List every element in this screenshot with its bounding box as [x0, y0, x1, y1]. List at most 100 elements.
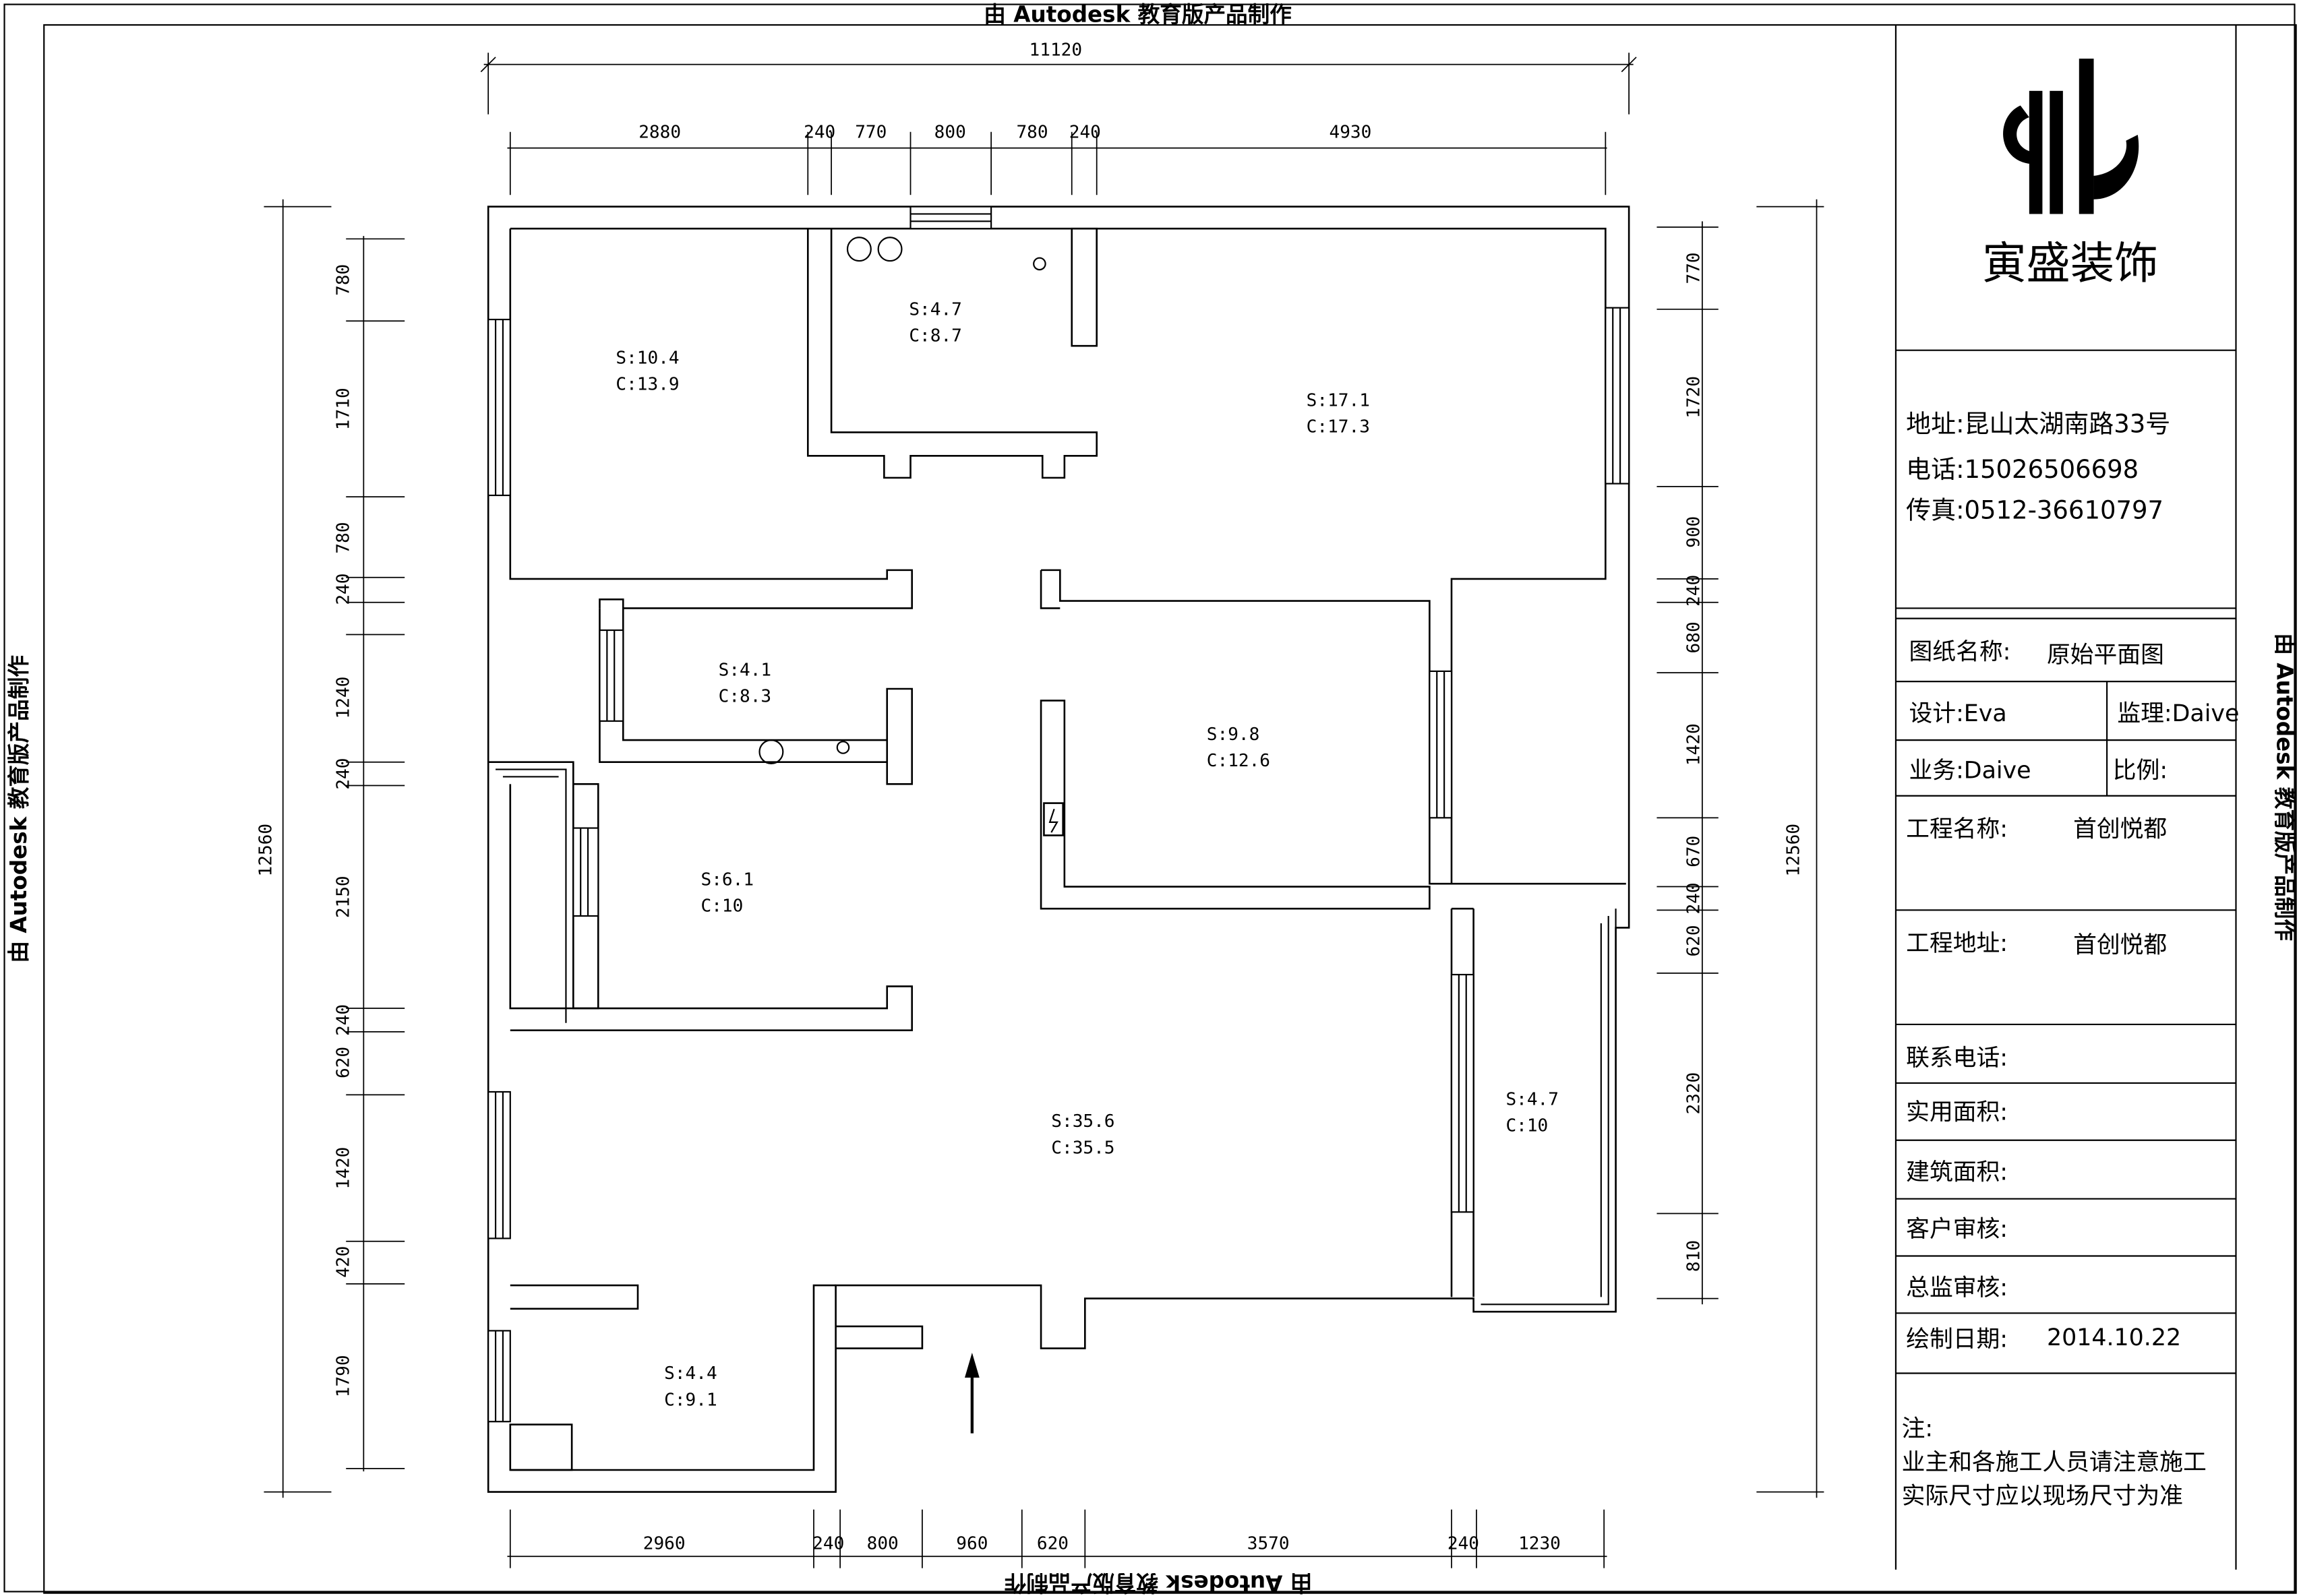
designer: 设计:Eva [1909, 700, 2007, 727]
window-right-top [1605, 307, 1630, 485]
dim-top-total: 11120 [1029, 40, 1083, 61]
dim-left: 780 [334, 264, 354, 296]
note-line-1: 业主和各施工人员请注意施工 [1902, 1449, 2207, 1476]
date: 2014.10.22 [2047, 1324, 2181, 1351]
dim-right: 900 [1684, 516, 1704, 548]
drain-icon [1033, 257, 1046, 271]
dim-left: 1710 [334, 388, 354, 430]
dim-left: 1790 [334, 1355, 354, 1397]
dim-right-total: 12560 [1783, 824, 1803, 877]
wall-kitchen-stub [1071, 227, 1098, 347]
dim-right: 620 [1684, 925, 1704, 956]
company-fax: 传真:0512-36610797 [1906, 496, 2163, 525]
drawing-name: 原始平面图 [2047, 642, 2164, 669]
room-area: S:4.7 [1505, 1090, 1559, 1110]
dim-right: 2320 [1684, 1072, 1704, 1115]
window-middle-left [599, 629, 624, 722]
window-small-bedroom [572, 827, 599, 917]
room-area: S:6.1 [701, 869, 754, 890]
toilet-icon [758, 739, 784, 764]
dim-bottom: 620 [1037, 1533, 1069, 1554]
window-living-left [487, 1091, 511, 1239]
room-labels: S:10.4 C:13.9 S:4.7 C:8.7 S:17.1 C:17.3 … [616, 300, 1559, 1411]
dim-bottom: 800 [867, 1533, 899, 1554]
supervisor: 监理:Daive [2117, 700, 2239, 727]
window-bedroom-right [1429, 670, 1453, 819]
wall-bedroom-right [1040, 700, 1431, 910]
room-perimeter: C:9.1 [664, 1390, 717, 1410]
dim-right: 240 [1684, 575, 1704, 607]
dim-left: 780 [334, 522, 354, 553]
dim-top: 4930 [1330, 122, 1372, 142]
room-perimeter: C:35.5 [1051, 1138, 1114, 1158]
project-address-label: 工程地址: [1906, 930, 2008, 957]
company-name: 寅盛装饰 [1982, 238, 2158, 289]
dim-left: 620 [334, 1047, 354, 1078]
wall-upper-right [1041, 569, 1452, 885]
dim-right: 670 [1684, 836, 1704, 867]
dimension-lines [264, 53, 1824, 1568]
room-area: S:35.6 [1051, 1111, 1114, 1132]
fixtures [758, 237, 1058, 833]
sink-icon [846, 237, 872, 262]
dim-bottom: 960 [956, 1533, 988, 1554]
dim-right: 810 [1684, 1240, 1704, 1272]
title-block: 寅盛装饰 地址:昆山太湖南路33号 电话:15026506698 传真:0512… [1895, 58, 2239, 1510]
sales: 业务:Daive [1909, 758, 2031, 785]
dim-right: 1420 [1684, 723, 1704, 766]
date-label: 绘制日期: [1906, 1326, 2008, 1353]
building-area-label: 建筑面积: [1906, 1159, 2008, 1186]
windows [487, 206, 1630, 1423]
dim-left: 2150 [334, 876, 354, 918]
room-perimeter: C:13.9 [616, 374, 679, 394]
project-address: 首创悦都 [2073, 931, 2167, 958]
window-bath-left [487, 1330, 511, 1423]
room-area: S:4.1 [719, 660, 772, 680]
dim-right: 770 [1684, 252, 1704, 284]
sink-icon [877, 237, 903, 262]
electric-box [1043, 802, 1064, 836]
wall-lower-bath-b [510, 1284, 924, 1471]
wall-kitchen [806, 228, 1098, 479]
dim-right: 680 [1684, 621, 1704, 653]
entrance-arrow-icon [964, 1353, 980, 1434]
drawing-name-label: 图纸名称: [1909, 639, 2011, 666]
project-name-label: 工程名称: [1906, 816, 2008, 843]
room-area: S:4.7 [909, 300, 962, 320]
walls [487, 206, 1630, 1493]
room-area: S:9.8 [1207, 725, 1260, 745]
watermark-top: 由 Autodesk 教育版产品制作 [984, 2, 1292, 28]
dim-top: 800 [934, 122, 966, 142]
usable-area-label: 实用面积: [1906, 1099, 2008, 1126]
outer-wall-inner-line [510, 227, 1626, 885]
dim-bottom: 240 [812, 1533, 844, 1554]
wall-upper-right-b [1040, 570, 1061, 609]
wall-small-bedroom-b [509, 784, 913, 1031]
note-label: 注: [1902, 1415, 1934, 1442]
dim-left: 240 [334, 758, 354, 790]
dim-bottom: 1230 [1518, 1533, 1561, 1554]
room-area: S:10.4 [616, 348, 679, 368]
dim-right: 240 [1684, 882, 1704, 914]
note-line-2: 实际尺寸应以现场尺寸为准 [1902, 1483, 2183, 1510]
dim-left: 420 [334, 1246, 354, 1278]
dimension-texts: 11120 2880 240 770 800 780 240 4930 2960… [256, 40, 1803, 1554]
bay-frames [487, 762, 1617, 1313]
dim-left: 1420 [334, 1147, 354, 1190]
company-phone: 电话:15026506698 [1906, 455, 2139, 484]
dim-top: 240 [1069, 122, 1101, 142]
dim-top: 770 [855, 122, 887, 142]
contact-phone-label: 联系电话: [1906, 1045, 2008, 1072]
room-area: S:4.4 [664, 1363, 717, 1384]
window-balcony [1450, 973, 1474, 1213]
dim-top: 2880 [638, 122, 681, 142]
dim-bottom: 240 [1447, 1533, 1479, 1554]
dim-bottom: 2960 [643, 1533, 686, 1554]
room-perimeter: C:8.7 [909, 326, 962, 346]
dim-left: 240 [334, 1004, 354, 1036]
room-area: S:17.1 [1307, 390, 1370, 410]
room-perimeter: C:8.3 [719, 687, 772, 707]
wall-lower-bath [510, 1284, 639, 1310]
dim-left: 1240 [334, 677, 354, 719]
